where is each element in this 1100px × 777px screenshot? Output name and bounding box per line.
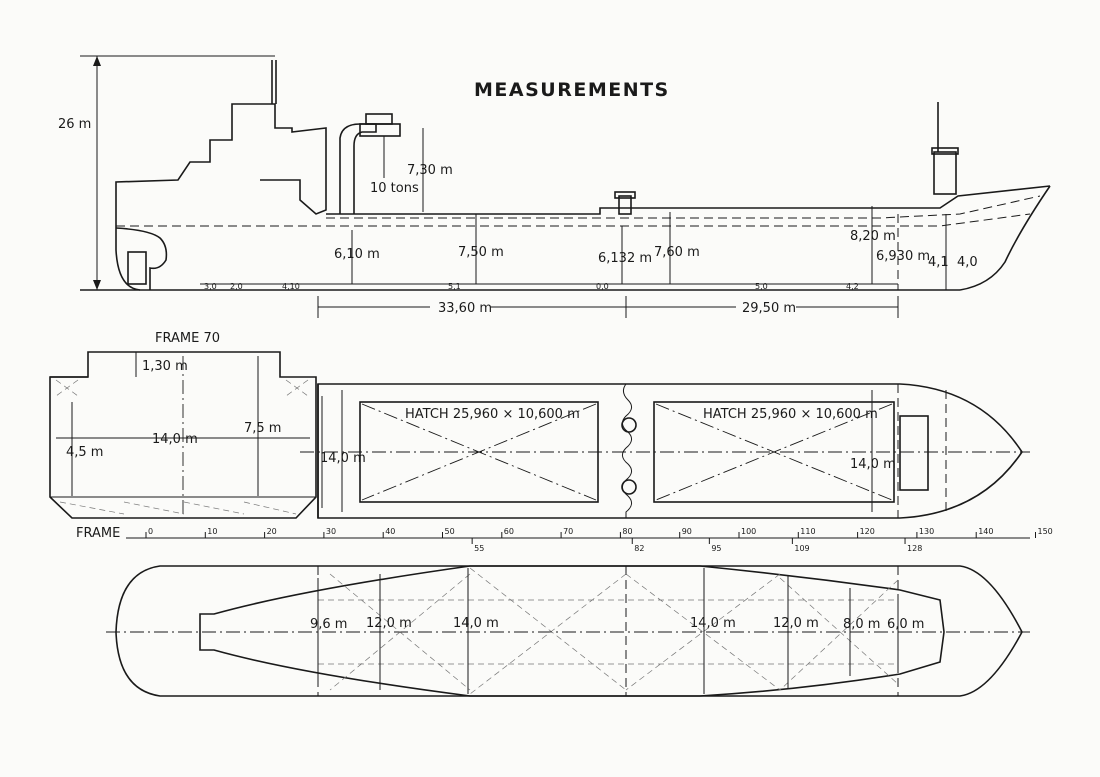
hatch-1-diagonals [361,403,597,501]
bottom-segment: 5,1 [448,282,461,291]
drawing-title: MEASUREMENTS [474,79,670,101]
section-title: FRAME 70 [155,331,220,346]
frame-tick-label: 95 [711,544,721,553]
hold-width: 8,0 m [843,617,880,632]
frame-tick-label: 70 [563,527,573,536]
frame-tick-label: 60 [504,527,514,536]
depth-label: 6,10 m [334,247,380,262]
midship-break-line [622,383,632,518]
bottom-segment: 3,0 [204,282,217,291]
arrow-head [93,280,101,290]
section-breadth: 14,0 m [152,432,198,447]
frame-tick-label: 130 [919,527,934,536]
frame-scale-label: FRAME [76,526,120,541]
fore-mast-base [933,151,957,195]
section-depth: 7,5 m [244,421,281,436]
fwd-dim-label: 4,0 [957,255,978,270]
bottom-segment: 0,0 [596,282,609,291]
section-deck-height: 1,30 m [142,359,188,374]
hold-bracing [318,567,899,695]
hold-plan-view: 9,6 m 12,0 m 14,0 m 14,0 m 12,0 m 8,0 m … [106,565,1030,697]
hold-plan-outline [115,565,1023,697]
deck-plan-breadth-left: 14,0 m [320,451,366,466]
crane-capacity-label: 10 tons [370,181,419,196]
fwd-dim-label: 4,1 [928,255,949,270]
stern-hull [115,103,327,291]
main-deck [326,185,1051,215]
depth-label: 6,930 m [876,249,930,264]
hold-width: 6,0 m [887,617,924,632]
ventilator [618,195,632,215]
frame-tick-label: 20 [267,527,277,536]
hatch-2-label: HATCH 25,960 × 10,600 m [703,407,878,422]
deck-plan-view: 14,0 m 14,0 m HATCH 25,960 × 10,600 m HA… [300,383,1030,519]
hatch-2 [653,401,895,503]
hold-width: 14,0 m [453,616,499,631]
frame-section-view: FRAME 70 1,30 m 14,0 m 7,5 m 4,5 m [49,331,317,519]
winch-1-icon [621,417,637,433]
frame-tick-label: 80 [622,527,632,536]
crane-jib [359,123,401,137]
height-label: 26 m [58,117,91,132]
hold-width: 12,0 m [366,616,412,631]
depth-label: 8,20 m [850,229,896,244]
frame-tick-label: 110 [800,527,815,536]
tween-line [326,195,1041,219]
frame-tick-label: 50 [445,527,455,536]
frame-tick-label: 30 [326,527,336,536]
deck-plan-outline [317,383,1023,519]
frame-scale: FRAME 0 10 20 30 40 50 60 70 80 90 100 110 120 130 140… [76,526,1053,553]
depth-label: 7,50 m [458,245,504,260]
depth-label: 6,132 m [598,251,652,266]
section-lower-height: 4,5 m [66,445,103,460]
profile-view: 26 m 7,30 m 10 tons [58,55,1051,318]
depth-label: 7,60 m [654,245,700,260]
hold-width: 9,6 m [310,617,347,632]
hold-width: 12,0 m [773,616,819,631]
winch-2-icon [621,479,637,495]
frame-tick-label: 128 [907,544,922,553]
frame-tick-label: 120 [860,527,875,536]
section-tank-bracing [55,379,309,515]
crane-post [339,123,377,214]
crane-cab [365,113,393,125]
arrow-head [93,56,101,66]
deck-plan-breadth-right: 14,0 m [850,457,896,472]
frame-tick-label: 109 [794,544,809,553]
frame-tick-label: 82 [634,544,644,553]
hold-width: 14,0 m [690,616,736,631]
frame-tick-label: 100 [741,527,756,536]
stern-lower [115,227,168,290]
bottom-segment: 4,10 [282,282,300,291]
bottom-segment: 5,0 [755,282,768,291]
frame-tick-label: 0 [148,527,153,536]
rudder [127,251,147,285]
frame-scale-ticks: 0 10 20 30 40 50 60 70 80 90 100 110 120 130 140 150 55 8… [145,527,1053,553]
fore-mast-collar [931,147,959,155]
bow-hull [959,185,1051,291]
waterline [116,213,1031,227]
crane-height-label: 7,30 m [407,163,453,178]
frame-tick-label: 90 [682,527,692,536]
length-aft-label: 33,60 m [438,301,492,316]
hold-outline [199,565,945,697]
length-fwd-label: 29,50 m [742,301,796,316]
frame-tick-label: 10 [207,527,217,536]
bottom-segment: 2,0 [230,282,243,291]
hatch-2-diagonals [655,403,893,501]
frame-tick-label: 140 [978,527,993,536]
hatch-1-label: HATCH 25,960 × 10,600 m [405,407,580,422]
frame-tick-label: 150 [1038,527,1053,536]
frame-tick-label: 55 [474,544,484,553]
bottom-segment: 4,2 [846,282,859,291]
hatch-1 [359,401,599,503]
ventilator-cap [614,191,636,199]
fwd-hatch [899,415,929,491]
frame-tick-label: 40 [385,527,395,536]
